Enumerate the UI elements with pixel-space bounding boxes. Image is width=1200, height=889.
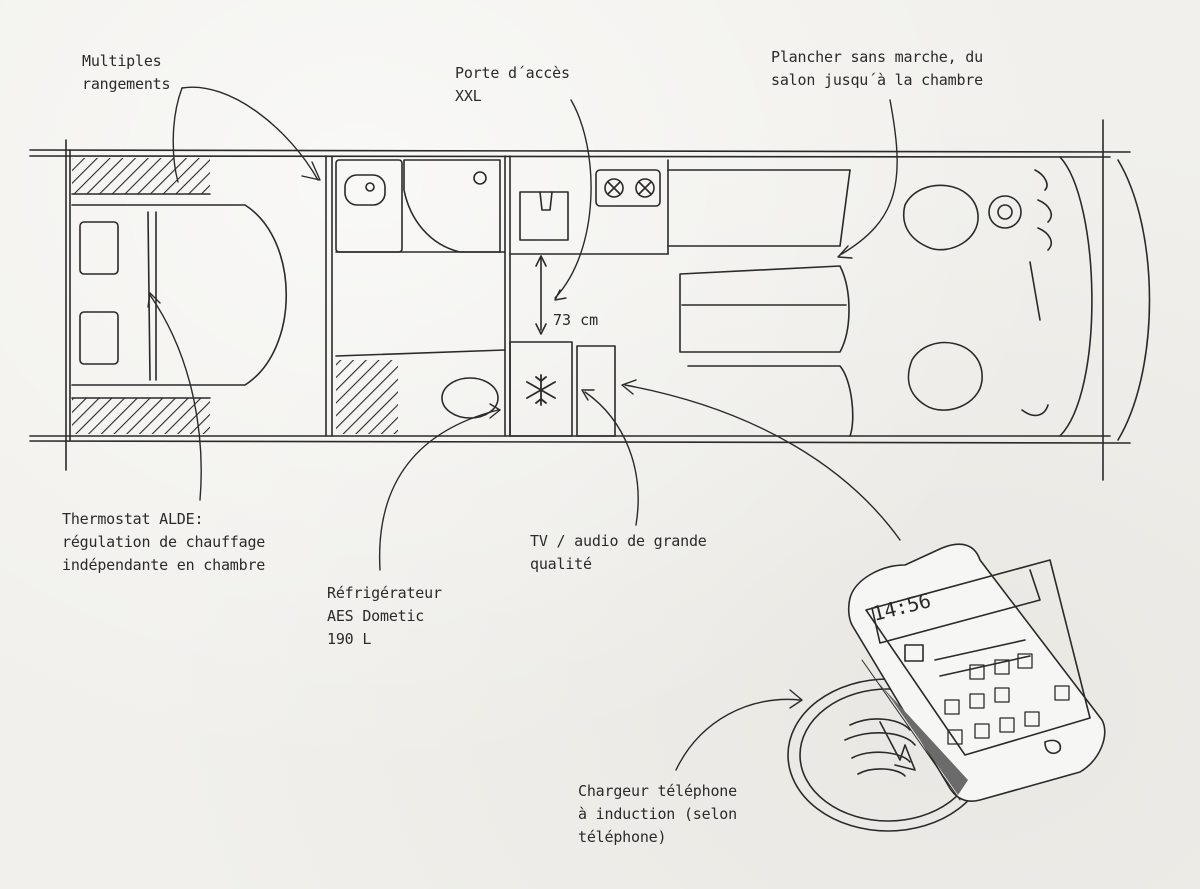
label-line: 190 L: [327, 630, 372, 648]
label-line: TV / audio de grande: [530, 532, 707, 550]
snowflake-icon: [526, 374, 556, 406]
dimension-arrow: [535, 255, 547, 335]
label-line: XXL: [455, 87, 482, 105]
phone-icon: [847, 543, 1106, 802]
label-line: Porte d´accès: [455, 64, 570, 82]
label-line: à induction (selon: [578, 805, 737, 823]
label-line: régulation de chauffage: [62, 533, 266, 551]
label-line: rangements: [82, 75, 171, 93]
label-line: qualité: [530, 555, 592, 573]
label-door: Porte d´accès XXL: [455, 62, 570, 108]
leader-lines: [147, 86, 901, 771]
stove-burner-icon: [604, 178, 655, 198]
label-floor: Plancher sans marche, du salon jusqu´à l…: [771, 46, 983, 92]
lounge: [679, 169, 1052, 437]
label-line: salon jusqu´à la chambre: [771, 71, 983, 89]
label-line: Thermostat ALDE:: [62, 510, 204, 528]
label-line: AES Dometic: [327, 607, 425, 625]
kitchen: [509, 159, 851, 437]
label-thermostat: Thermostat ALDE: régulation de chauffage…: [62, 508, 265, 577]
label-line: Réfrigérateur: [327, 584, 442, 602]
label-charger: Chargeur téléphone à induction (selon té…: [578, 780, 737, 849]
label-line: indépendante en chambre: [62, 556, 266, 574]
bathroom: [335, 155, 511, 437]
bedroom: [71, 155, 333, 437]
label-line: téléphone): [578, 828, 667, 846]
label-line: Chargeur téléphone: [578, 782, 737, 800]
label-fridge: Réfrigérateur AES Dometic 190 L: [327, 582, 442, 651]
label-line: Multiples: [82, 52, 162, 70]
label-tv: TV / audio de grande qualité: [530, 530, 707, 576]
label-storage: Multiples rangements: [82, 50, 171, 96]
dimension-label: 73 cm: [553, 311, 599, 329]
label-line: Plancher sans marche, du: [771, 48, 983, 66]
